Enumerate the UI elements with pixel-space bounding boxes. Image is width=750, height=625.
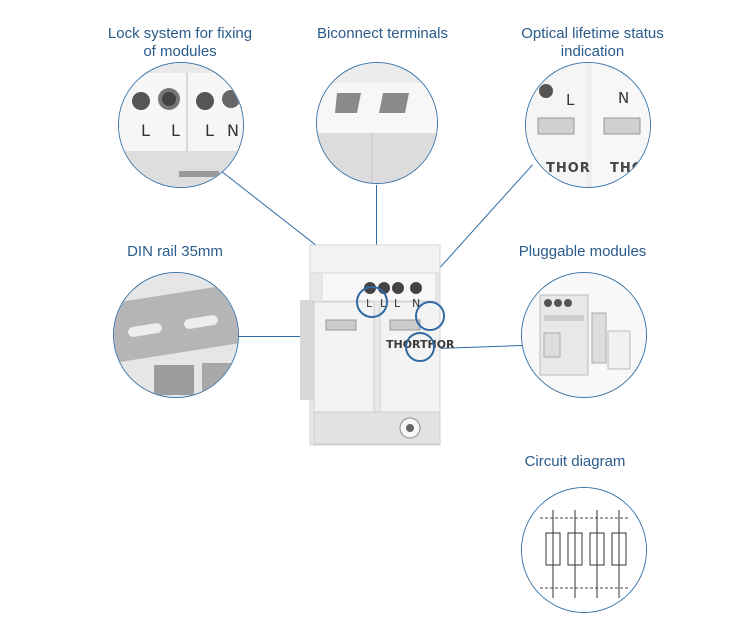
optical-terminal-n: N (618, 89, 630, 107)
lock-terminal-label-2: L (171, 121, 180, 140)
optical-brand-left: THOR (546, 161, 591, 176)
callout-marker-pluggable (405, 332, 435, 362)
label-biconnect-terminals: Biconnect terminals (317, 25, 448, 42)
device-terminal-4: N (412, 297, 421, 310)
lock-system-illustration (119, 63, 243, 187)
device-terminal-3: L (394, 297, 401, 310)
label-circuit-diagram: Circuit diagram (524, 453, 626, 470)
din-rail-illustration (114, 273, 238, 397)
label-pluggable-modules: Pluggable modules (518, 243, 647, 260)
callout-marker-lock (356, 286, 388, 318)
callout-marker-optical (415, 301, 445, 331)
lock-terminal-label-1: L (141, 121, 150, 140)
optical-brand-right: THOR (610, 161, 651, 176)
lock-terminal-label-3: L (205, 121, 214, 140)
label-optical-indication: Optical lifetime status indication (521, 25, 664, 60)
detail-circle-biconnect (316, 62, 438, 184)
label-lock-system: Lock system for fixing of modules (107, 25, 253, 60)
connector-line-biconnect (375, 185, 377, 247)
detail-circle-lock-system: L L L N (118, 62, 244, 188)
detail-circle-optical: L N THOR THOR (525, 62, 651, 188)
detail-circle-circuit-diagram (521, 487, 647, 613)
connector-line-din (232, 336, 327, 338)
biconnect-terminals-illustration (317, 63, 437, 183)
lock-terminal-label-4: N (227, 121, 239, 140)
circuit-diagram-illustration (522, 488, 646, 612)
detail-circle-pluggable (521, 272, 647, 398)
detail-circle-din-rail (113, 272, 239, 398)
pluggable-modules-illustration (522, 273, 646, 397)
surge-protection-device: THOR THOR L L L N (300, 240, 455, 450)
label-din-rail: DIN rail 35mm (127, 243, 223, 260)
device-body-illustration (300, 244, 441, 446)
optical-terminal-l: L (566, 91, 575, 109)
